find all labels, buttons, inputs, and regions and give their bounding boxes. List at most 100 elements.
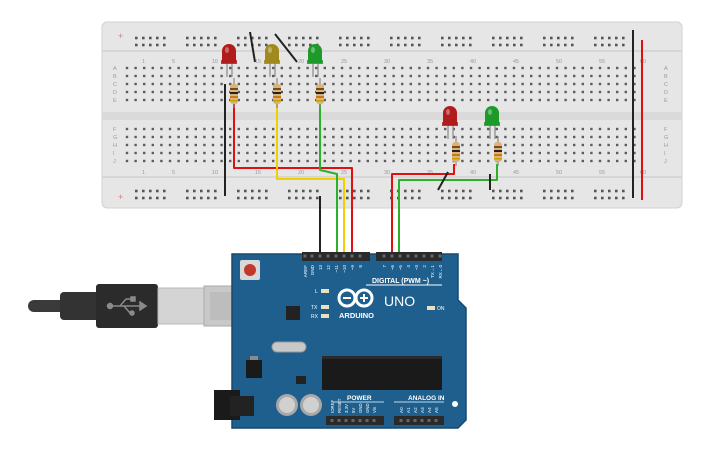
terminal-hole (452, 66, 455, 70)
rail-hole (149, 189, 152, 193)
rail-hole (564, 189, 567, 193)
terminal-strip-holes[interactable] (125, 66, 636, 163)
terminal-hole (573, 127, 576, 131)
terminal-hole (375, 135, 378, 139)
terminal-hole (426, 98, 430, 102)
resistor-1 (230, 78, 238, 108)
terminal-hole (598, 127, 602, 131)
terminal-hole (392, 143, 395, 147)
terminal-hole (168, 135, 172, 139)
terminal-hole (469, 74, 473, 78)
terminal-hole (237, 90, 240, 94)
reset-button[interactable] (240, 260, 260, 280)
terminal-hole (177, 135, 180, 139)
terminal-hole (160, 143, 163, 147)
terminal-hole (607, 143, 610, 147)
terminal-hole (160, 135, 163, 139)
terminal-hole (487, 151, 490, 155)
terminal-hole (418, 127, 421, 131)
pin-label: ~5 (398, 265, 403, 271)
terminal-hole (495, 98, 498, 102)
leds[interactable] (221, 44, 500, 139)
terminal-hole (633, 143, 636, 147)
rail-hole (520, 43, 523, 47)
header-pin (358, 419, 362, 422)
terminal-hole (375, 127, 378, 131)
terminal-hole (598, 135, 602, 139)
rail-hole (615, 43, 618, 47)
terminal-hole (555, 159, 559, 163)
rail-hole (353, 43, 356, 47)
terminal-hole (272, 159, 275, 163)
terminal-hole (512, 74, 516, 78)
terminal-hole (254, 159, 258, 163)
header-pin (358, 254, 362, 258)
power-header[interactable] (326, 416, 384, 425)
terminal-hole (125, 82, 129, 86)
terminal-hole (590, 66, 593, 70)
terminal-hole (349, 143, 352, 147)
terminal-hole (366, 151, 369, 155)
rail-hole (469, 196, 472, 200)
terminal-hole (530, 82, 533, 86)
terminal-hole (125, 66, 129, 70)
terminal-hole (125, 135, 129, 139)
resistors[interactable] (230, 78, 502, 166)
terminal-hole (194, 159, 197, 163)
svg-text:60: 60 (640, 59, 646, 65)
terminal-hole (633, 151, 636, 155)
terminal-hole (435, 127, 438, 131)
terminal-hole (469, 82, 473, 86)
terminal-hole (177, 159, 180, 163)
svg-text:B: B (664, 74, 668, 80)
terminal-hole (254, 74, 258, 78)
rail-hole (309, 189, 312, 193)
pin-label: A4 (427, 407, 432, 413)
terminal-hole (134, 135, 137, 139)
power-jack[interactable] (214, 390, 254, 420)
terminal-hole (272, 143, 275, 147)
terminal-hole (177, 90, 180, 94)
rail-hole (149, 36, 152, 40)
terminal-hole (254, 143, 258, 147)
rail-hole (499, 36, 502, 40)
terminal-hole (487, 143, 490, 147)
pin-label: GND (310, 264, 315, 275)
terminal-hole (461, 82, 464, 86)
terminal-hole (229, 151, 232, 155)
terminal-hole (332, 74, 335, 78)
svg-text:TX: TX (311, 305, 318, 311)
terminal-hole (323, 98, 326, 102)
terminal-hole (211, 66, 215, 70)
wires[interactable] (224, 31, 498, 258)
terminal-hole (143, 90, 146, 94)
pin-label: 13 (318, 265, 323, 271)
terminal-hole (143, 127, 146, 131)
rail-hole (557, 189, 560, 193)
terminal-hole (220, 66, 223, 70)
terminal-hole (624, 74, 627, 78)
rail-hole (557, 36, 560, 40)
rail-hole (295, 43, 298, 47)
terminal-hole (229, 159, 232, 163)
terminal-hole (358, 143, 361, 147)
breadboard[interactable]: + + 1 5 10 15 20 25 30 35 40 45 50 55 60… (101, 21, 683, 209)
terminal-hole (168, 98, 172, 102)
header-pin (372, 419, 376, 422)
terminal-hole (203, 74, 206, 78)
terminal-hole (186, 74, 189, 78)
terminal-hole (616, 159, 619, 163)
analog-header[interactable] (394, 416, 444, 425)
terminal-hole (323, 82, 326, 86)
terminal-hole (340, 127, 344, 131)
terminal-hole (237, 151, 240, 155)
terminal-hole (186, 151, 189, 155)
rail-hole (601, 196, 604, 200)
usb-cable[interactable] (28, 284, 257, 328)
rail-hole (360, 36, 363, 40)
terminal-hole (512, 90, 516, 94)
digital-label: DIGITAL (PWM ~) (372, 278, 429, 285)
terminal-hole (237, 66, 240, 70)
terminal-hole (590, 74, 593, 78)
